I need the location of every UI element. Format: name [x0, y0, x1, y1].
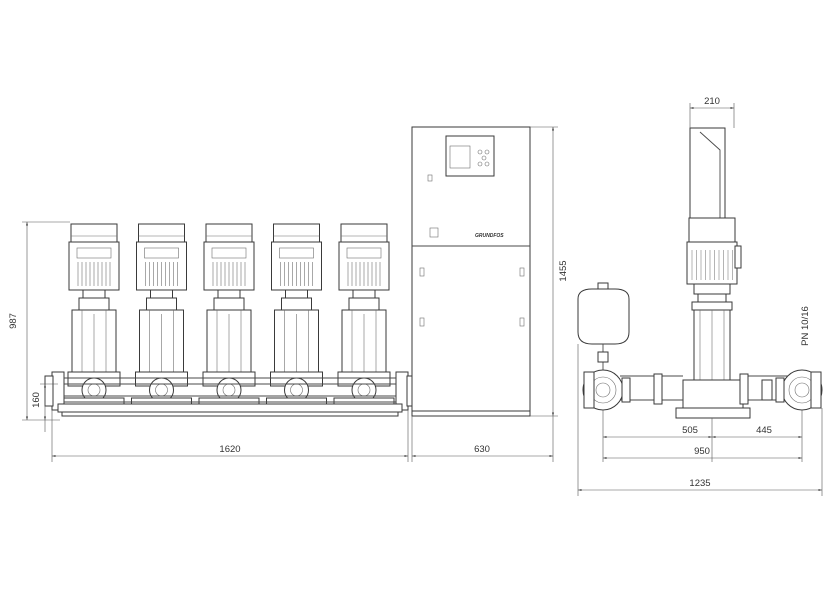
side-view: [577, 127, 823, 419]
dimension-labels: 987 160 1455 1620 630 210 505 445 950 12…: [8, 96, 811, 489]
pump-unit: [63, 223, 125, 405]
dimension-lines: [22, 103, 823, 496]
dim-160: 160: [31, 392, 42, 408]
control-cabinet: GRUNDFOS: [411, 126, 531, 417]
brand-logo: GRUNDFOS: [475, 233, 504, 239]
pressure-rating: PN 10/16: [800, 306, 811, 346]
dim-630: 630: [474, 444, 490, 455]
pump-unit: [131, 223, 192, 405]
dim-445: 445: [756, 425, 772, 436]
dim-1455: 1455: [558, 260, 569, 281]
dim-1620: 1620: [219, 444, 240, 455]
pump-unit: [198, 223, 260, 405]
dim-950: 950: [694, 446, 710, 457]
dim-1235: 1235: [689, 478, 710, 489]
pump-unit: [333, 223, 395, 405]
dim-505: 505: [682, 425, 698, 436]
pump-row: [63, 223, 395, 405]
keypad-icon: [477, 149, 490, 167]
dim-987: 987: [8, 313, 19, 329]
pump-unit: [266, 223, 327, 405]
dim-210: 210: [704, 96, 720, 107]
manifold-and-base: [44, 371, 416, 417]
